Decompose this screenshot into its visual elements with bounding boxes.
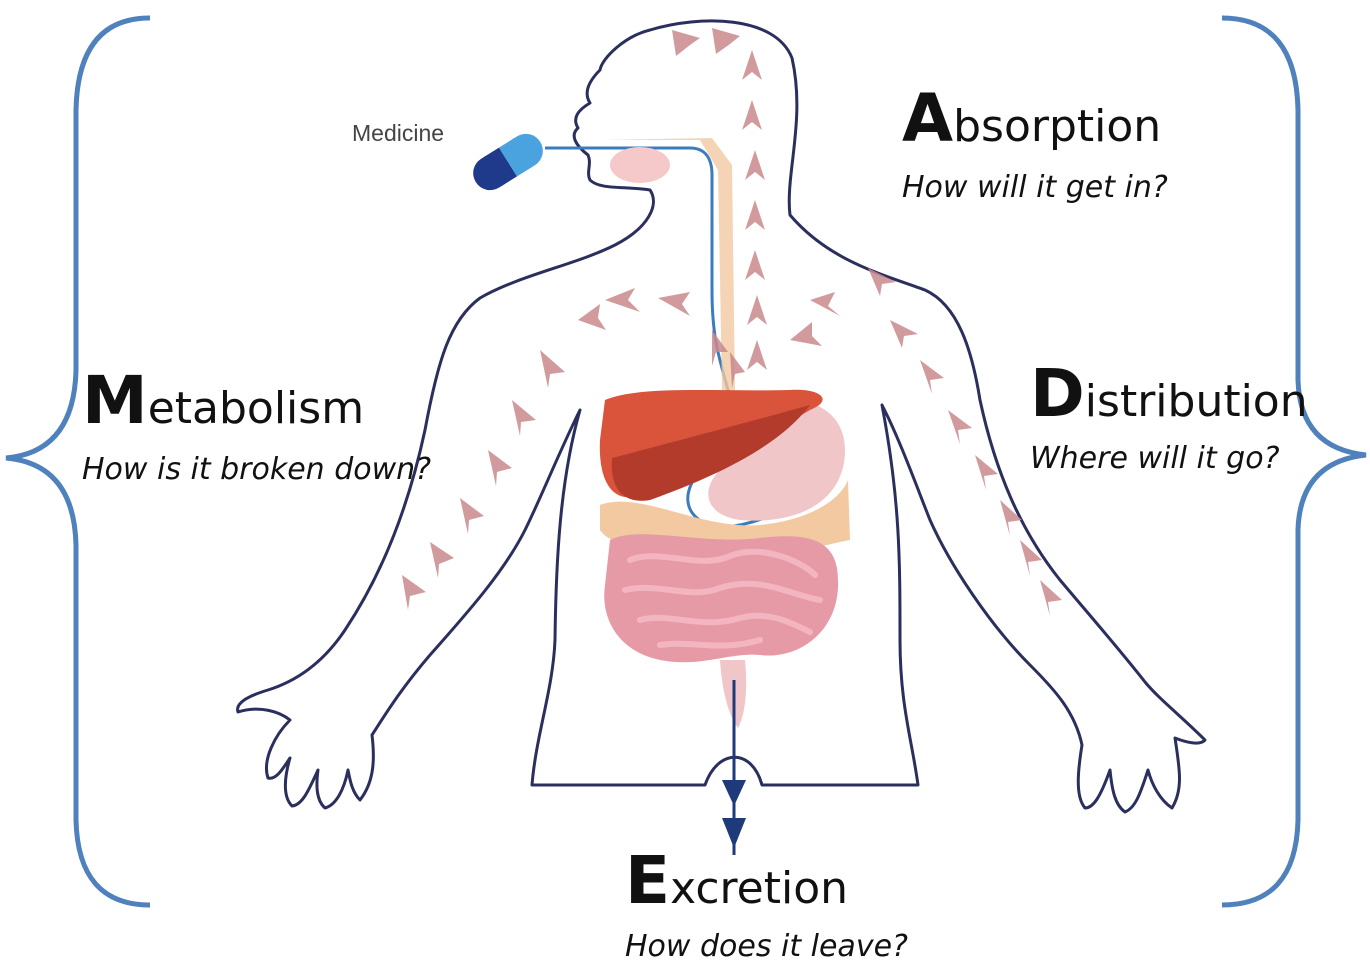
distribution-initial: D [1030, 355, 1085, 432]
metabolism-initial: M [82, 362, 148, 439]
metabolism-title: Metabolism [82, 368, 364, 434]
excretion-initial: E [625, 842, 670, 919]
distribution-question: Where will it go? [1030, 444, 1280, 474]
metabolism-rest: etabolism [148, 383, 364, 434]
intestines [604, 534, 838, 728]
excretion-rest: xcretion [670, 863, 848, 914]
absorption-initial: A [902, 80, 953, 157]
medicine-label: Medicine [352, 120, 444, 147]
distribution-rest: istribution [1085, 376, 1308, 427]
mouth-cavity [610, 147, 670, 183]
medicine-pill-icon [467, 127, 549, 196]
absorption-rest: bsorption [953, 101, 1161, 152]
metabolism-question: How is it broken down? [82, 455, 431, 485]
excretion-title: Excretion [625, 848, 848, 914]
excretion-question: How does it leave? [625, 932, 908, 962]
absorption-title: Absorption [902, 86, 1161, 152]
absorption-question: How will it get in? [902, 173, 1168, 203]
distribution-title: Distribution [1030, 361, 1308, 427]
